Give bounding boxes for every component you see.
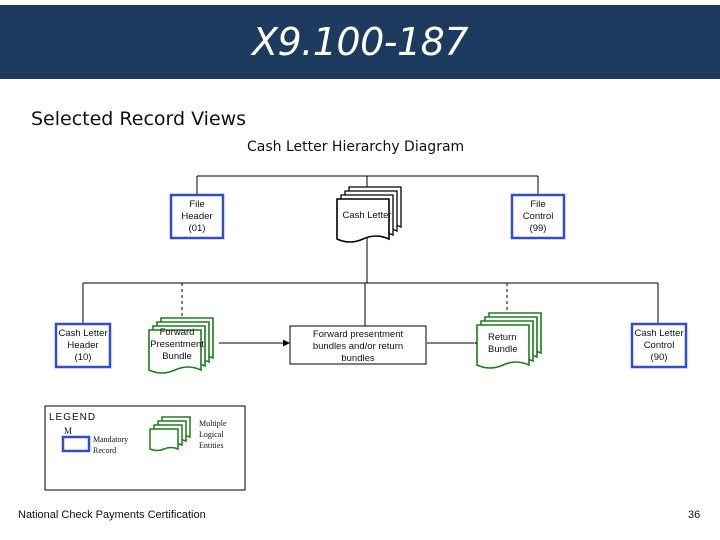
bundles-label: Forward presentment bundles and/or retur…	[312, 329, 404, 364]
file-header-box	[169, 193, 225, 240]
legend-multiple-stack	[149, 416, 191, 452]
return-bundle-label: Return Bundle	[488, 332, 518, 355]
cash-letter-header-box	[54, 322, 112, 369]
slide-title: X9.100-187	[251, 20, 469, 64]
section-title: Selected Record Views	[31, 108, 247, 130]
legend-title: LEGEND	[49, 412, 97, 423]
file-control-label: File Control (99)	[522, 198, 554, 234]
file-control-box	[510, 193, 566, 240]
title-banner: X9.100-187	[0, 5, 720, 79]
connector-lines	[82, 175, 659, 344]
file-header-label: File Header (01)	[181, 198, 213, 234]
legend-mandatory-label: Mandatory Record	[93, 435, 129, 455]
legend-mandatory-swatch	[61, 435, 91, 453]
diagram-title: Cash Letter Hierarchy Diagram	[247, 139, 465, 155]
page-number: 36	[688, 509, 701, 521]
legend-box	[44, 405, 246, 491]
cash-letter-control-box	[630, 322, 688, 369]
legend-mandatory-symbol: M	[64, 426, 73, 436]
cash-letter-control-label: Cash Letter Control (90)	[634, 327, 684, 363]
forward-presentment-label: Forward Presentment Bundle	[150, 327, 204, 362]
cash-letter-header-label: Cash Letter Header (10)	[58, 327, 108, 363]
cash-letter-label: Cash Letter	[342, 210, 392, 221]
bundles-box	[289, 325, 427, 365]
footer-text: National Check Payments Certification	[18, 509, 206, 521]
legend-multiple-label: Multiple Logical Entities	[199, 419, 227, 450]
arrowhead-left	[283, 339, 290, 347]
